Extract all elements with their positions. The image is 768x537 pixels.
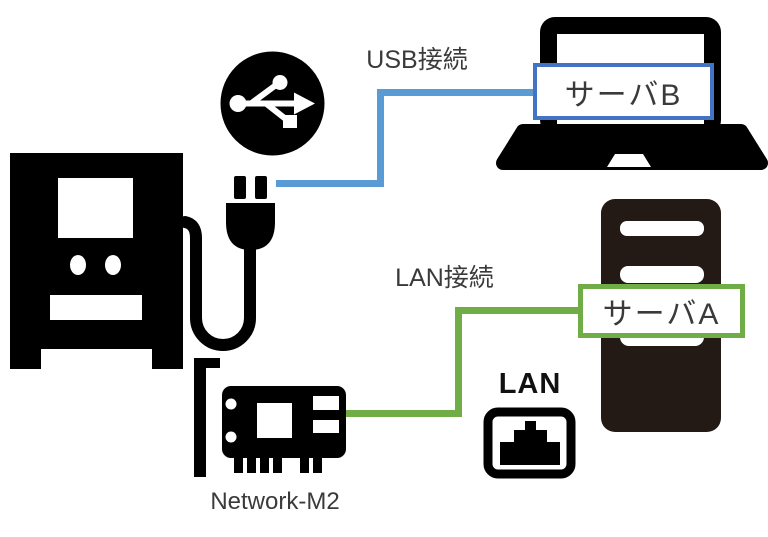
lan-connection-label: LAN接続 <box>395 264 494 292</box>
lan-connector-line-v <box>455 307 462 417</box>
server-b-box: サーバB <box>533 63 714 120</box>
network-card-label: Network-M2 <box>210 488 340 515</box>
usb-connection-label: USB接続 <box>366 46 468 74</box>
server-a-box: サーバA <box>578 284 745 338</box>
usb-connector-line-h1 <box>276 180 384 187</box>
ups-device-icon <box>10 153 183 369</box>
lan-connector-line-h2 <box>455 307 583 314</box>
ethernet-port-icon <box>483 407 576 479</box>
usb-connector-line-v <box>377 89 384 187</box>
usb-connector-line-h2 <box>377 89 537 96</box>
lan-port-label: LAN <box>498 368 562 400</box>
lan-connector-line-h1 <box>344 410 462 417</box>
network-card-icon <box>194 358 346 477</box>
usb-symbol-icon <box>220 51 325 156</box>
server-b-label: サーバB <box>564 78 683 112</box>
server-a-label: サーバA <box>602 298 721 331</box>
power-plug-icon <box>182 176 275 351</box>
